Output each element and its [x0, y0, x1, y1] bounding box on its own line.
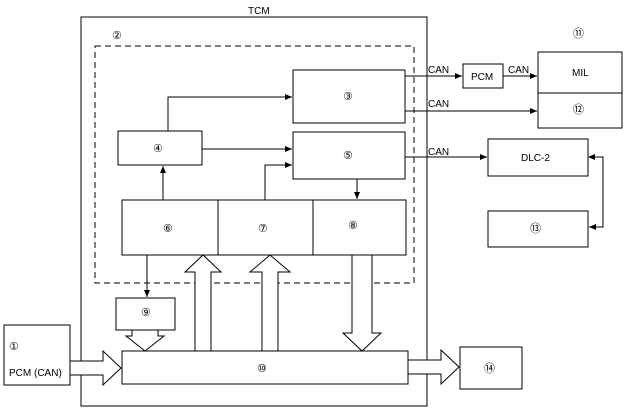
mark-7: ⑦ — [258, 223, 268, 235]
mark-2: ② — [112, 30, 122, 42]
mark-13: ⑬ — [530, 222, 541, 235]
block-9 — [115, 297, 176, 331]
pcm-label: PCM — [471, 72, 493, 83]
mark-11: ⑪ — [573, 27, 584, 40]
mark-5: ⑤ — [343, 150, 353, 162]
block-14 — [459, 346, 523, 390]
mark-12: ⑫ — [573, 103, 584, 116]
fat-arrow-10-to-14 — [407, 348, 460, 386]
can-label-pcm-mil: CAN — [508, 65, 529, 76]
fat-arrow-10-to-7 — [248, 254, 292, 352]
block-8 — [312, 199, 407, 256]
mark-1: ① — [9, 341, 19, 353]
mark-14: ⑭ — [484, 362, 495, 375]
pcm-can-label: PCM (CAN) — [9, 368, 62, 379]
block-10 — [121, 350, 409, 385]
arrow-4-to-3 — [167, 94, 292, 131]
control-area-dashed — [94, 45, 415, 284]
mark-3: ③ — [343, 91, 353, 103]
mark-10: ⑩ — [257, 363, 267, 375]
block-13 — [487, 210, 589, 248]
fat-arrow-8-to-10 — [341, 254, 383, 352]
arrow-7-to-5 — [264, 162, 292, 200]
block-1-pcm-can — [3, 324, 71, 386]
mark-9: ⑨ — [141, 307, 151, 319]
fat-arrow-1-to-10 — [69, 349, 122, 387]
can-label-3-12: CAN — [428, 99, 449, 110]
dlc2-label: DLC-2 — [521, 153, 550, 164]
mark-6: ⑥ — [163, 223, 173, 235]
block-4 — [117, 130, 203, 166]
can-label-5-dlc: CAN — [428, 147, 449, 158]
tcm-title: TCM — [248, 6, 270, 17]
fat-arrow-10-to-6 — [183, 254, 223, 352]
mil-label: MIL — [572, 68, 589, 79]
dlc2-box — [487, 138, 589, 177]
block-6 — [121, 199, 219, 256]
block-11-12 — [537, 51, 623, 129]
mark-8: ⑧ — [348, 220, 358, 232]
block-3 — [292, 69, 406, 124]
arrow-dlc2-13-bidirectional — [588, 154, 604, 230]
fat-arrow-9-to-10 — [124, 329, 166, 352]
can-label-3-pcm: CAN — [428, 65, 449, 76]
block-5 — [292, 131, 406, 180]
mark-4: ④ — [153, 143, 163, 155]
